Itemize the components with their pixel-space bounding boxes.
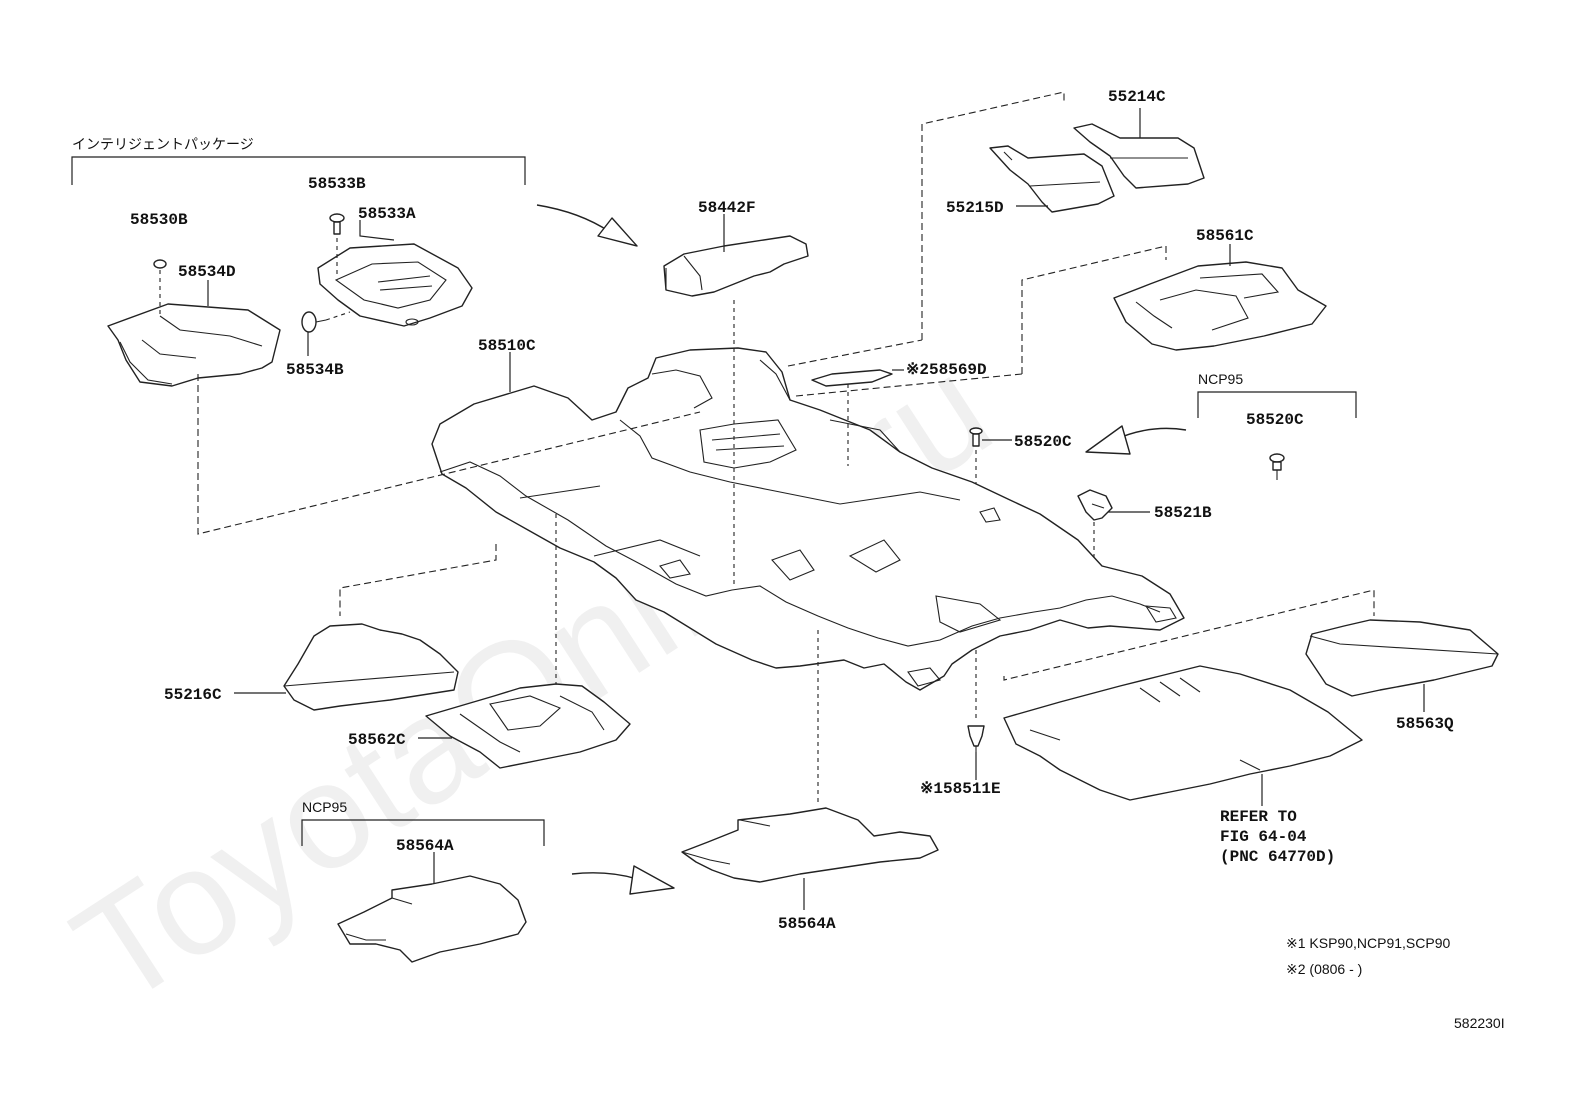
part-58510C-shape [431,347,1185,691]
refer-line-3: (PNC 64770D) [1220,848,1335,866]
part-labels: 55214C 55215D 58442F 58561C ※258569D 585… [130,88,1454,933]
ncp95-right-group: NCP95 [1197,371,1357,480]
ncp95-left-group: NCP95 [301,799,545,846]
ncp95-left-label: NCP95 [302,799,347,815]
label-58534B: 58534B [286,361,344,379]
part-58533A-shape [317,243,473,327]
curved-arrow-right [1085,425,1187,455]
label-58564A-center: 58564A [778,915,836,933]
part-55216C-shape [283,623,459,711]
part-58563Q-shape [1305,619,1499,697]
part-58564A-center-shape [681,807,939,883]
screw-58533B-shape [329,213,345,276]
refer-line-2: FIG 64-04 [1220,828,1307,846]
intelligent-package-group: インテリジェントパッケージ [71,137,526,185]
intelligent-package-label: インテリジェントパッケージ [72,137,254,153]
label-58564A-left: 58564A [396,837,454,855]
label-58511E: ※158511E [920,780,1001,798]
label-58563Q: 58563Q [1396,715,1454,733]
part-58569D-shape [811,369,893,387]
leader-lines [207,108,1425,910]
curved-arrow-bottom [571,865,675,895]
part-58562C-shape [425,683,631,769]
intelligent-package-bracket [71,156,526,185]
label-58510C: 58510C [478,337,536,355]
ncp95-left-bracket [301,819,545,846]
curved-arrow-top [536,204,638,247]
part-58564A-left-shape [337,875,527,963]
label-58520C-main: 58520C [1014,433,1072,451]
label-58442F: 58442F [698,199,756,217]
label-55214C: 55214C [1108,88,1166,106]
label-58530B: 58530B [130,211,188,229]
part-55215D-shape [989,145,1115,213]
dashed-connectors [197,91,1375,806]
hook-58521B-shape [1077,489,1113,560]
refer-line-1: REFER TO [1220,808,1297,826]
ncp95-right-label: NCP95 [1198,371,1243,387]
clip-58530B-shape [153,259,167,318]
label-58520C-box: 58520C [1246,411,1304,429]
label-58521B: 58521B [1154,504,1212,522]
label-55215D: 55215D [946,199,1004,217]
figure-id: 582230I [1454,1015,1505,1031]
footnote-1: ※1 KSP90,NCP91,SCP90 [1286,935,1450,951]
label-58533A: 58533A [358,205,416,223]
clip-58520C-box-shape [1269,453,1285,480]
refer-to-note: REFER TO FIG 64-04 (PNC 64770D) [1220,808,1335,866]
footnotes: ※1 KSP90,NCP91,SCP90 ※2 (0806 - ) [1286,935,1450,977]
part-58561C-shape [1113,261,1327,351]
footnote-2: ※2 (0806 - ) [1286,961,1362,977]
ncp95-right-bracket [1197,391,1357,418]
part-58534D-shape [107,303,281,387]
clip-58534B-shape [301,311,351,333]
label-58569D: ※258569D [906,361,987,379]
label-58562C: 58562C [348,731,406,749]
clip-58511E-shape [967,725,985,752]
label-58561C: 58561C [1196,227,1254,245]
part-55214C-shape [1073,123,1205,189]
label-58534D: 58534D [178,263,236,281]
part-58442F-shape [663,235,809,297]
label-55216C: 55216C [164,686,222,704]
part-64770D-shape [1003,665,1363,801]
label-58533B: 58533B [308,175,366,193]
